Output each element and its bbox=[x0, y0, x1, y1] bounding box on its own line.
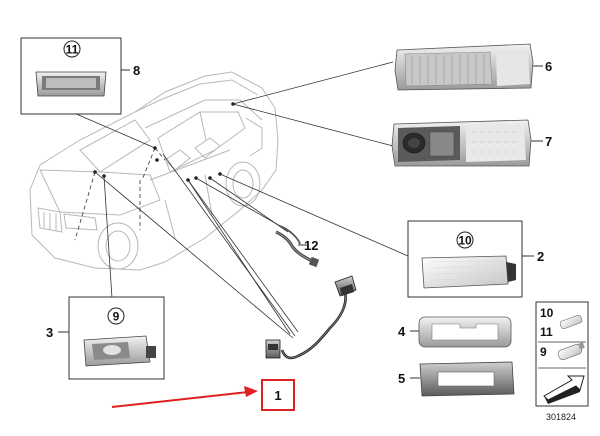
red-pointer-arrow bbox=[111, 386, 258, 408]
festoon-bulb-icon bbox=[559, 315, 583, 329]
lamp-housing-part-icon bbox=[83, 335, 156, 367]
callout-12: 12 bbox=[304, 238, 318, 253]
legend-label-10: 10 bbox=[540, 306, 554, 320]
callout-8: 8 bbox=[133, 63, 140, 78]
callout-11-circled: 11 bbox=[66, 43, 79, 57]
callout-3: 3 bbox=[46, 325, 53, 340]
callout-6: 6 bbox=[545, 59, 552, 74]
part-7-light-with-switch: 7 bbox=[391, 119, 552, 167]
callout-10-circled: 10 bbox=[458, 234, 472, 248]
car-outline bbox=[29, 71, 279, 271]
wedge-bulb-icon bbox=[557, 342, 585, 360]
callout-9-circled: 9 bbox=[113, 310, 120, 324]
detail-box-8: 11 8 bbox=[20, 37, 140, 115]
arrow-symbol-icon bbox=[543, 375, 585, 404]
legend-label-11: 11 bbox=[540, 325, 553, 339]
legend-label-9: 9 bbox=[540, 345, 547, 359]
dashed-leader-lines bbox=[74, 147, 166, 241]
part-12-wire: 12 bbox=[275, 225, 320, 268]
callout-2: 2 bbox=[537, 249, 544, 264]
detail-box-3: 9 3 bbox=[46, 296, 165, 380]
callout-1: 1 bbox=[274, 388, 281, 403]
leader-lines bbox=[73, 61, 409, 339]
part-6-light: 6 bbox=[394, 43, 552, 91]
footwell-light-part-icon bbox=[421, 255, 516, 289]
callout-1-highlight[interactable]: 1 bbox=[261, 379, 295, 411]
part-1-harness bbox=[265, 275, 357, 360]
callout-4: 4 bbox=[398, 324, 406, 339]
bulb-legend: 10 11 9 bbox=[535, 301, 589, 407]
map-light-part-icon bbox=[35, 71, 107, 97]
callout-5: 5 bbox=[398, 371, 405, 386]
diagram-reference-code: 301824 bbox=[546, 412, 576, 422]
leader-dots bbox=[93, 102, 235, 182]
callout-7: 7 bbox=[545, 134, 552, 149]
detail-box-2: 10 2 bbox=[407, 220, 544, 298]
part-5-frame: 5 bbox=[398, 361, 515, 397]
part-4-gasket: 4 bbox=[398, 316, 512, 348]
